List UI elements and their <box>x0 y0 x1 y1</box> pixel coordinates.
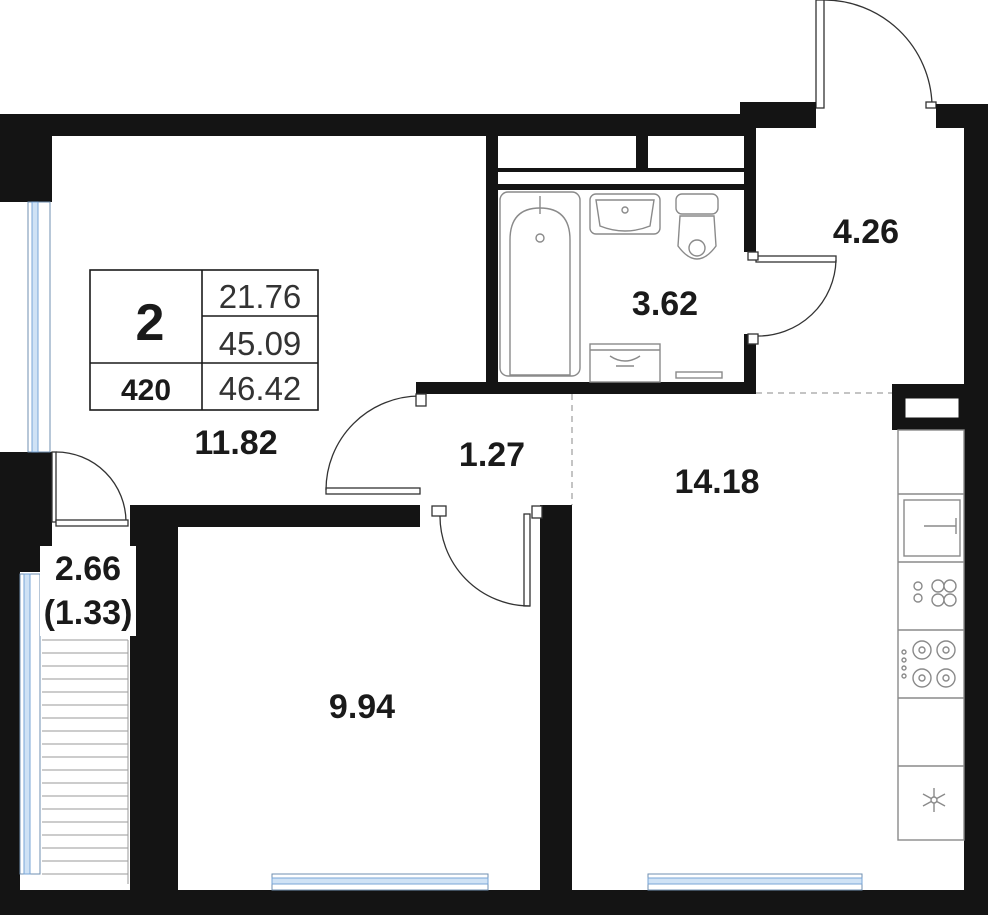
window-balcony <box>19 573 41 875</box>
room-area-living: 11.82 <box>194 424 277 462</box>
rooms-count: 2 <box>136 294 165 352</box>
zone-lines <box>571 392 892 505</box>
balcony-reduced-area: (1.33) <box>44 594 133 632</box>
room-area-entrance: 4.26 <box>833 213 899 251</box>
room-area-bedroom: 9.94 <box>329 688 395 726</box>
bathtub-icon <box>499 191 581 377</box>
balcony-door <box>51 451 129 527</box>
window-left-upper <box>27 201 51 453</box>
washing-machine-icon <box>589 343 661 383</box>
unit-number: 420 <box>121 374 171 407</box>
window-kitchen <box>647 873 863 891</box>
bathroom-door <box>747 251 837 345</box>
apartment-info-box: 2 21.76 45.09 420 46.42 <box>89 269 319 411</box>
wall-openings <box>500 138 960 419</box>
room-area-kitchen: 14.18 <box>674 463 759 501</box>
sink-icon <box>589 193 661 235</box>
towel-rail-icon <box>675 371 723 379</box>
balcony-area: 2.66 <box>55 550 121 588</box>
windows <box>19 201 863 891</box>
total-with-balcony-value: 46.42 <box>219 370 302 407</box>
total-area-value: 45.09 <box>219 325 302 362</box>
entrance-door <box>815 0 937 109</box>
bedroom-door <box>431 505 543 607</box>
hallway-left-door <box>325 393 427 495</box>
living-area-value: 21.76 <box>219 278 302 315</box>
balcony-steps <box>42 639 129 884</box>
dishwasher-icon <box>913 579 957 607</box>
stove-icon <box>901 640 956 688</box>
fridge-snowflake-icon <box>922 788 946 812</box>
room-area-bathroom: 3.62 <box>632 285 698 323</box>
room-area-hallway: 1.27 <box>459 436 525 474</box>
kitchen-sink-icon <box>903 499 961 557</box>
toilet-icon <box>675 193 719 260</box>
kitchen-counter <box>897 429 965 841</box>
window-bedroom <box>271 873 489 891</box>
doors <box>51 251 837 607</box>
